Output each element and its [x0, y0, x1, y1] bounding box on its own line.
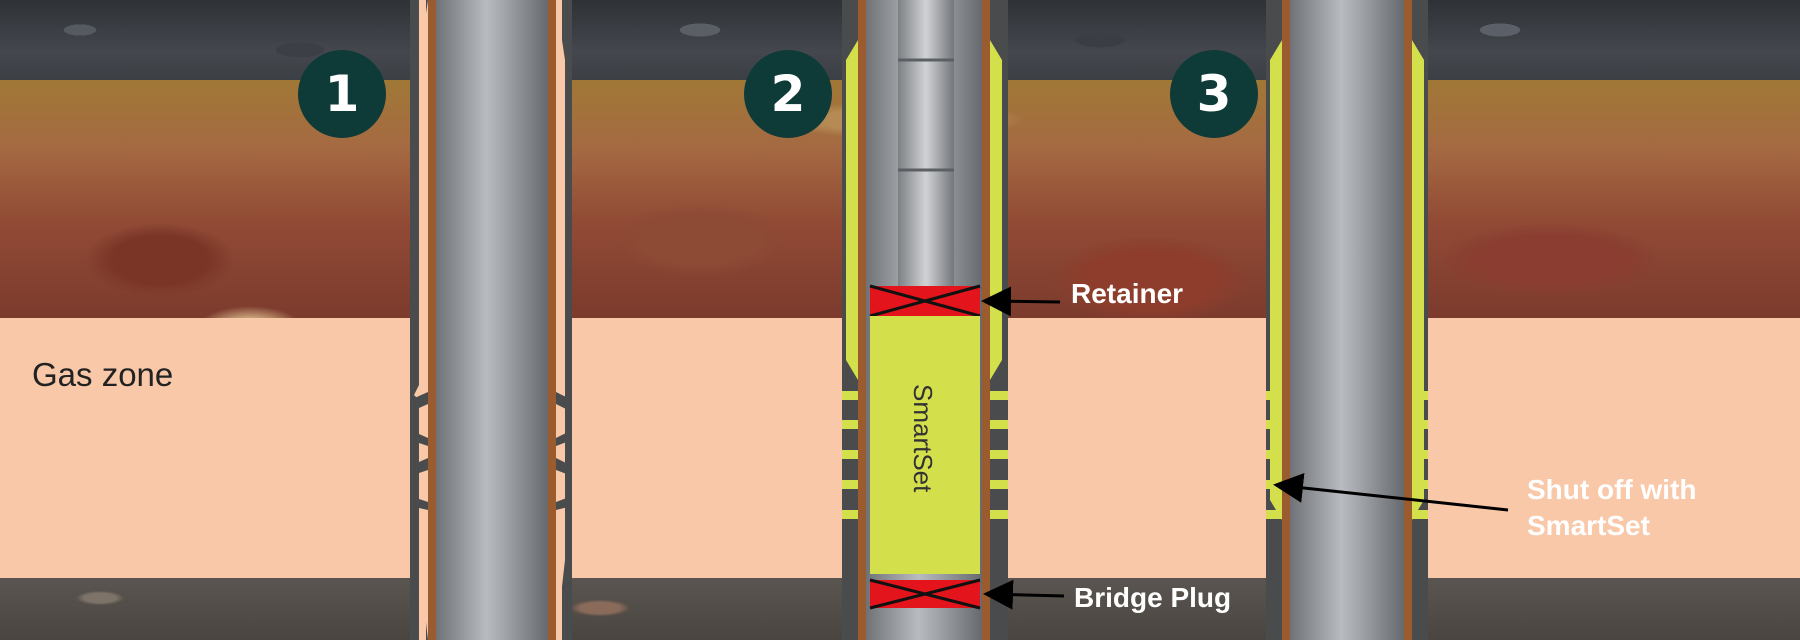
retainer-label: Retainer — [1071, 276, 1183, 312]
casing-left — [428, 0, 436, 640]
well-3 — [1266, 0, 1428, 640]
step-badge-3: 3 — [1170, 50, 1258, 138]
bridge-plug-arrow — [986, 594, 1064, 596]
retainer-arrow — [984, 301, 1060, 302]
bridge-plug — [870, 580, 980, 608]
tubing-string — [898, 0, 954, 286]
cement-right — [1412, 40, 1424, 520]
step-badge-2: 2 — [744, 50, 832, 138]
bridge-plug-label: Bridge Plug — [1074, 580, 1231, 616]
cement-left — [1270, 40, 1282, 520]
well-2: SmartSet — [842, 0, 1008, 640]
step-badge-1: 1 — [298, 50, 386, 138]
shut-off-label-line2: SmartSet — [1527, 508, 1697, 544]
shut-off-label: Shut off with SmartSet — [1527, 472, 1697, 544]
cement-left — [846, 40, 858, 380]
shut-off-label-line1: Shut off with — [1527, 472, 1697, 508]
well-1 — [410, 0, 572, 640]
smartset-label: SmartSet — [908, 384, 938, 493]
cement-right — [990, 40, 1002, 380]
retainer — [870, 286, 980, 316]
casing-pipe — [1290, 0, 1404, 640]
casing-right — [548, 0, 556, 640]
casing-pipe — [436, 0, 548, 640]
gas-zone-label: Gas zone — [32, 356, 173, 394]
